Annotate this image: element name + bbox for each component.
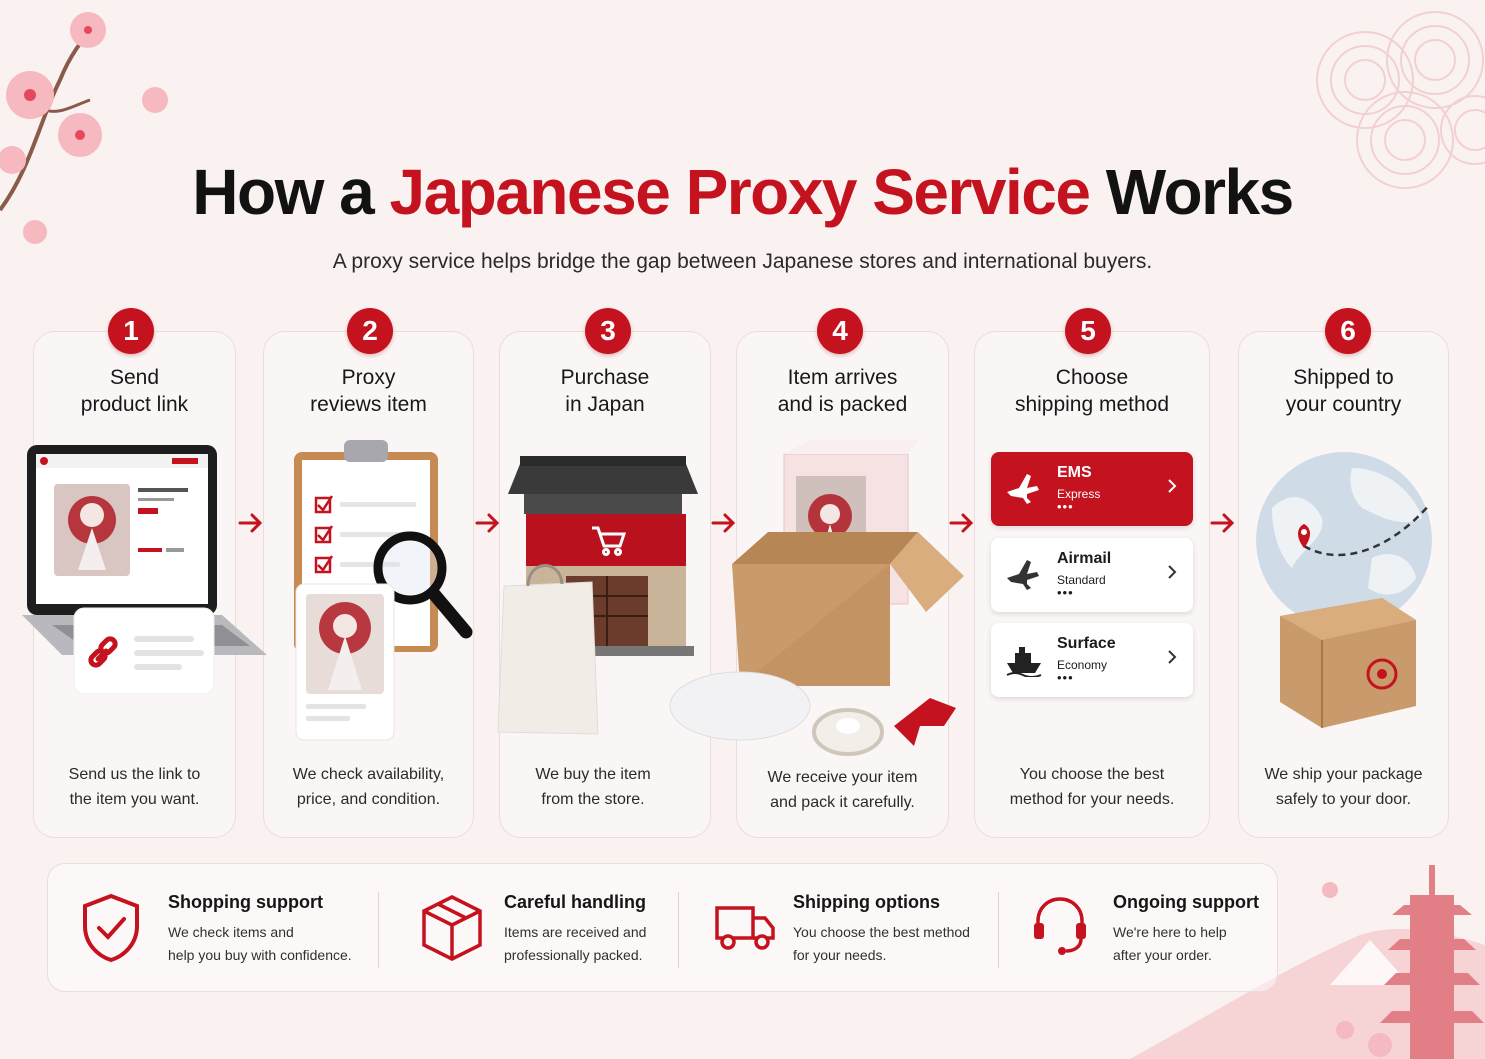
airplane-icon (1007, 560, 1039, 590)
laptop-link-illustration (22, 445, 267, 695)
ship-icon (1006, 647, 1042, 677)
step-number-badge: 1 (108, 308, 154, 354)
arrow-right-icon (1210, 513, 1235, 533)
divider (378, 892, 379, 968)
feature-strip (47, 863, 1278, 992)
headset-icon (1034, 897, 1086, 955)
arrow-right-icon (711, 513, 736, 533)
arrow-right-icon (238, 513, 263, 533)
step-description: We check availability,price, and conditi… (292, 766, 445, 808)
page-title: How a Japanese Proxy Service Works (192, 156, 1294, 228)
divider (998, 892, 999, 968)
pagoda-mountain-illustration (1130, 865, 1485, 1059)
cherry-blossom-branch (0, 12, 168, 244)
chevron-right-icon (1168, 479, 1177, 493)
chevron-right-icon (1168, 565, 1177, 579)
packed-box-illustration (669, 440, 964, 756)
airplane-icon (1007, 474, 1039, 504)
divider (678, 892, 679, 968)
globe-package-illustration (1256, 452, 1432, 728)
shield-check-icon (83, 893, 139, 963)
japanese-shop-illustration (497, 456, 698, 735)
feature-shipping-options: Shipping options You choose the best met… (793, 892, 970, 963)
wave-pattern (1316, 11, 1485, 189)
shipping-option-surface[interactable]: Surface Economy ••• (991, 623, 1193, 697)
step-number-badge: 2 (347, 308, 393, 354)
step-number-badge: 3 (585, 308, 631, 354)
shipping-option-airmail[interactable]: Airmail Standard ••• (991, 538, 1193, 612)
step-number-badge: 6 (1325, 308, 1371, 354)
page-subtitle: A proxy service helps bridge the gap bet… (332, 250, 1153, 273)
arrow-right-icon (475, 513, 500, 533)
step-number-badge: 4 (817, 308, 863, 354)
box-icon (422, 895, 482, 961)
chevron-right-icon (1168, 650, 1177, 664)
page-title-accent: Japanese Proxy Service (389, 156, 1091, 228)
arrow-right-icon (949, 513, 974, 533)
shipping-option-ems[interactable]: EMS Express ••• (991, 452, 1193, 526)
step-number-badge: 5 (1065, 308, 1111, 354)
clipboard-magnifier-illustration (294, 440, 473, 741)
truck-icon (715, 906, 775, 950)
